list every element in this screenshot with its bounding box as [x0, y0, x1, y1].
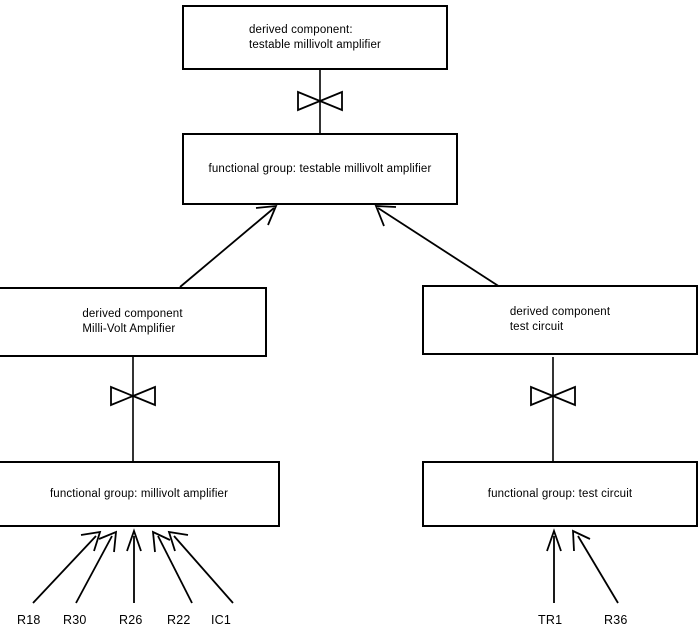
bowtie-left-triangle — [110, 385, 136, 407]
open-arrowhead — [374, 205, 397, 227]
bowtie-right-triangle — [550, 385, 576, 407]
bowtie-right-triangle — [130, 385, 156, 407]
node-label: derived component: testable millivolt am… — [248, 23, 382, 51]
connector-realization-test-circuit — [530, 357, 576, 461]
terminal-label-r18: R18 — [17, 613, 41, 627]
bowtie-left-triangle — [530, 385, 556, 407]
open-arrowhead — [80, 530, 102, 552]
terminal-label-r26: R26 — [119, 613, 143, 627]
terminal-arrow-r22 — [151, 530, 193, 604]
connector-realization-milli-volt-amplifier — [110, 357, 156, 461]
terminal-arrow-ic1 — [167, 530, 234, 604]
terminal-label-ic1: IC1 — [211, 613, 232, 627]
terminal-arrow-r36 — [572, 529, 619, 604]
terminal-label-r36: R36 — [604, 613, 628, 627]
terminal-label-tr1: TR1 — [538, 613, 563, 627]
terminal-label-r22: R22 — [167, 613, 191, 627]
node-label: functional group: test circuit — [487, 487, 633, 500]
connector-aggregation-amplifier-into-group — [179, 204, 278, 288]
open-arrowhead — [126, 528, 142, 552]
terminal-arrow-r18 — [32, 530, 102, 604]
bowtie-left-triangle — [297, 90, 323, 112]
open-arrowhead — [255, 204, 278, 226]
open-arrowhead — [572, 529, 591, 552]
terminal-arrow-r26 — [126, 528, 142, 603]
open-arrowhead — [151, 530, 171, 553]
terminal-arrow-r30 — [75, 530, 118, 604]
node-label: derived component Milli-Volt Amplifier — [82, 308, 183, 335]
node-derived-testable-millivolt-amplifier[interactable]: derived component: testable millivolt am… — [182, 5, 448, 70]
node-fg-testable-millivolt-amplifier[interactable]: functional group: testable millivolt amp… — [182, 133, 458, 205]
node-fg-millivolt-amplifier[interactable]: functional group: millivolt amplifier — [0, 461, 280, 527]
node-label: functional group: testable millivolt amp… — [208, 162, 432, 175]
node-label: derived component test circuit — [509, 306, 611, 333]
terminal-label-r30: R30 — [63, 613, 87, 627]
node-derived-milli-volt-amplifier[interactable]: derived component Milli-Volt Amplifier — [0, 287, 267, 357]
connector-aggregation-test-circuit-into-group — [374, 205, 501, 288]
connector-realization-testable-amplifier — [297, 70, 343, 133]
terminal-arrow-tr1 — [546, 528, 562, 603]
open-arrowhead — [546, 528, 562, 552]
open-arrowhead — [98, 530, 118, 553]
node-label: functional group: millivolt amplifier — [49, 487, 229, 500]
bowtie-right-triangle — [317, 90, 343, 112]
node-fg-test-circuit[interactable]: functional group: test circuit — [422, 461, 698, 527]
open-arrowhead — [167, 530, 189, 552]
node-derived-test-circuit[interactable]: derived component test circuit — [422, 285, 698, 355]
